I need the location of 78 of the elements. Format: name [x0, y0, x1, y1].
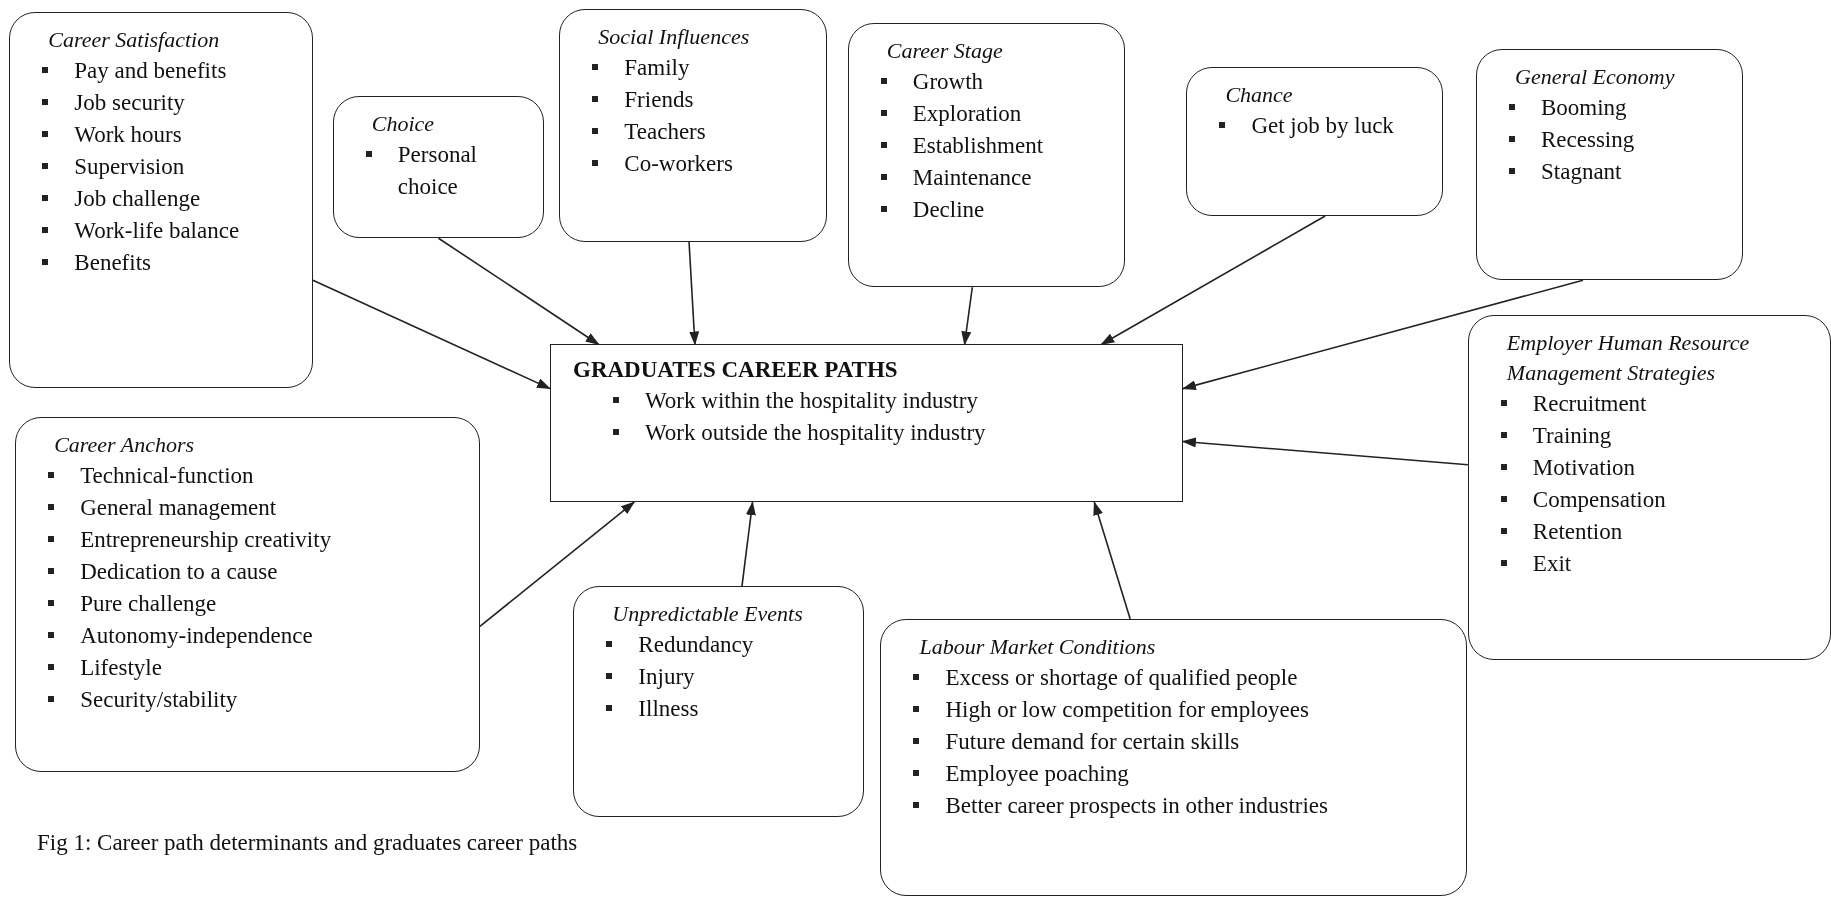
- bullet-item: Recruitment: [1498, 388, 1816, 421]
- bullet-item: Booming: [1507, 92, 1729, 125]
- bullet-item: Work hours: [40, 118, 298, 151]
- bullet-item: Security/stability: [46, 683, 465, 716]
- box-heading: Unpredictable Events: [612, 600, 804, 629]
- factor-box: [847, 23, 1125, 288]
- bullet-item: Lifestyle: [46, 651, 465, 684]
- factor-box: [880, 618, 1467, 896]
- factor-box: [332, 95, 545, 239]
- box-heading: Choice: [371, 109, 436, 138]
- bullet-item: Compensation: [1498, 484, 1816, 517]
- box-heading: Career Stage: [886, 37, 1004, 66]
- bullet-item: Motivation: [1498, 452, 1816, 485]
- bullet-item: Entrepreneurship creativity: [46, 523, 465, 556]
- bullet-item: Family: [590, 52, 812, 85]
- bullet-item: Dedication to a cause: [46, 555, 465, 588]
- bullet-item: Supervision: [40, 150, 298, 183]
- bullet-item: Friends: [590, 84, 812, 117]
- box-heading: GRADUATES CAREER PATHS: [573, 356, 899, 385]
- bullet-item: Employee poaching: [911, 757, 1452, 790]
- factor-box: [1476, 49, 1744, 281]
- bullet-item: Exit: [1498, 548, 1816, 581]
- bullet-item: Recessing: [1507, 124, 1729, 157]
- factor-box: [573, 586, 865, 818]
- bullet-item: Technical-function: [46, 459, 465, 492]
- bullet-item: Autonomy-independence: [46, 619, 465, 652]
- figure-caption: Fig 1: Career path determinants and graduates career paths: [37, 830, 578, 856]
- bullet-item: Stagnant: [1507, 156, 1729, 189]
- bullet-item: Injury: [604, 661, 850, 694]
- bullet-item: General management: [46, 491, 465, 524]
- bullet-item: Decline: [878, 194, 1110, 227]
- bullet-item: Pure challenge: [46, 587, 465, 620]
- box-heading: Employer Human Resource Management Strategies: [1506, 329, 1751, 388]
- arrow: [688, 240, 700, 346]
- bullet-item: Future demand for certain skills: [911, 725, 1452, 758]
- bullet-item: Teachers: [590, 116, 812, 149]
- box-heading: Labour Market Conditions: [919, 632, 1157, 661]
- bullet-item: Retention: [1498, 516, 1816, 549]
- factor-box: [15, 416, 480, 772]
- box-heading: Career Anchors: [54, 430, 196, 459]
- bullet-item: Pay and benefits: [40, 54, 298, 87]
- bullet-item: Training: [1498, 420, 1816, 453]
- bullet-item: Excess or shortage of qualified people: [911, 661, 1452, 694]
- bullet-item: Work outside the hospitality industry: [611, 417, 1162, 450]
- bullet-item: Co-workers: [590, 148, 812, 181]
- box-heading: General Economy: [1515, 63, 1676, 92]
- arrow: [1181, 279, 1584, 391]
- bullet-item: Get job by luck: [1217, 109, 1429, 142]
- bullet-item: Work within the hospitality industry: [611, 385, 1162, 418]
- arrow: [961, 286, 974, 346]
- box-heading: Social Influences: [598, 23, 751, 52]
- bullet-item: Exploration: [878, 98, 1110, 131]
- factor-box: [1467, 315, 1831, 660]
- bullet-item: Redundancy: [604, 629, 850, 662]
- bullet-item: Establishment: [878, 130, 1110, 163]
- bullet-item: Growth: [878, 66, 1110, 99]
- bullet-item: Maintenance: [878, 162, 1110, 195]
- box-heading: Chance: [1225, 80, 1294, 109]
- bullet-item: High or low competition for employees: [911, 693, 1452, 726]
- arrow: [741, 501, 756, 587]
- arrow: [437, 237, 600, 346]
- factor-box: [559, 9, 827, 242]
- bullet-item: Job security: [40, 86, 298, 119]
- arrow: [479, 501, 635, 628]
- arrow: [312, 279, 551, 390]
- bullet-item: Job challenge: [40, 182, 298, 215]
- bullet-item: Benefits: [40, 246, 298, 279]
- bullet-item: Illness: [604, 693, 850, 726]
- arrow: [1100, 215, 1326, 346]
- box-heading: Career Satisfaction: [48, 25, 221, 54]
- bullet-item: Work-life balance: [40, 214, 298, 247]
- arrow: [1181, 437, 1469, 466]
- factor-box: [1186, 66, 1444, 216]
- result-box: [550, 344, 1183, 503]
- arrow: [1093, 501, 1131, 620]
- factor-box: [9, 11, 313, 388]
- bullet-item: Better career prospects in other industries: [911, 789, 1452, 822]
- bullet-item: Personal choice: [363, 138, 530, 203]
